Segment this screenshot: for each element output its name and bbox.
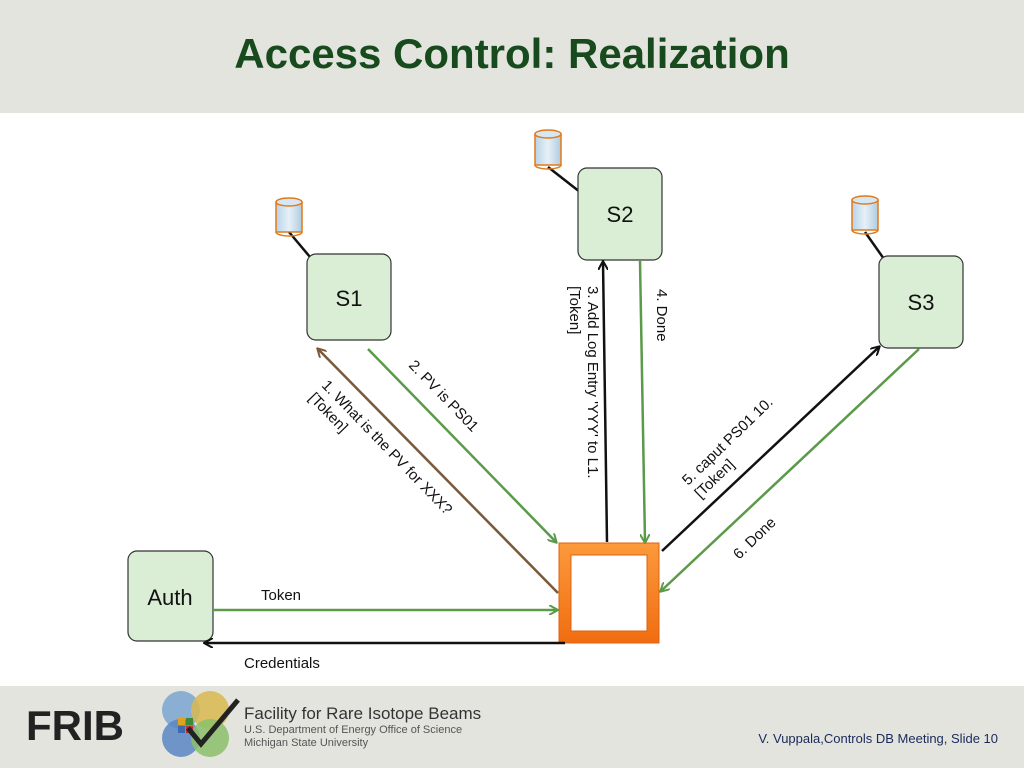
slide-title: Access Control: Realization <box>234 30 790 77</box>
database-icon-s1 <box>275 197 303 237</box>
arrow-1-query <box>318 349 559 594</box>
node-s1: S1 <box>306 253 392 341</box>
node-s1-label: S1 <box>336 286 363 311</box>
edge-label-6: 6. Done <box>730 514 780 563</box>
arrow-2-reply <box>367 348 556 542</box>
database-icon-s3 <box>851 195 879 235</box>
arrow-3-log <box>603 262 609 543</box>
svg-text:[Token]: [Token] <box>566 286 583 334</box>
s2-db-link <box>547 166 581 193</box>
node-auth-label: Auth <box>147 585 192 610</box>
edge-label-token: Token <box>261 587 301 604</box>
arrow-4-done <box>638 260 645 542</box>
header-bar <box>0 0 1024 113</box>
node-s2: S2 <box>577 167 663 261</box>
node-auth: Auth <box>127 550 214 642</box>
slide-footer-text: V. Vuppala,Controls DB Meeting, Slide 10 <box>758 731 998 746</box>
node-s2-label: S2 <box>607 202 634 227</box>
edge-label-2: 2. PV is PS01 <box>405 357 482 435</box>
footer-bar <box>0 686 1024 768</box>
edge-label-3: 3. Add Log Entry 'YYY' to L1. [Token] <box>566 286 601 479</box>
svg-text:3. Add Log Entry 'YYY' to L1.: 3. Add Log Entry 'YYY' to L1. <box>584 286 601 479</box>
edge-label-credentials: Credentials <box>244 655 320 672</box>
edge-label-4: 4. Done <box>653 289 670 342</box>
edge-label-1: 1. What is the PV for XXX? [Token] <box>305 377 455 518</box>
database-icon-s2 <box>534 129 562 170</box>
arrow-6-done <box>661 348 920 591</box>
client-node <box>558 542 660 644</box>
node-s3-label: S3 <box>908 290 935 315</box>
s3-db-link <box>863 231 886 260</box>
node-s3: S3 <box>878 255 964 349</box>
arrow-5-caput <box>661 347 879 552</box>
